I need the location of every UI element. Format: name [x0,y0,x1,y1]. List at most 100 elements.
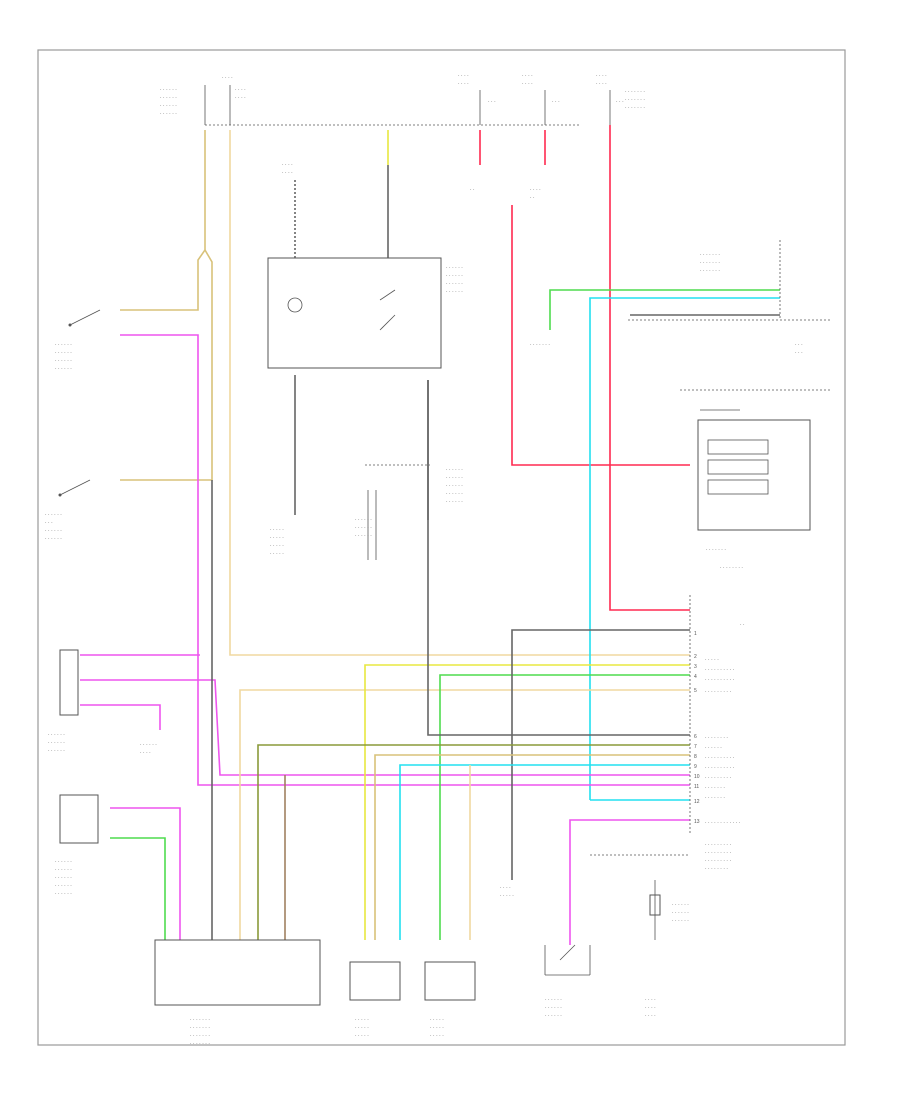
powertrain-control-module: . . . . . . . . . . . . . . . . . . . . … [154,939,321,1046]
svg-text:. . . . . . .: . . . . . . . [700,267,720,273]
svg-text:. . . . . . .: . . . . . . . [190,1040,210,1046]
svg-text:. . . . . .: . . . . . . [545,1012,562,1018]
svg-text:. . . .: . . . . [645,996,656,1002]
svg-text:. . . . . .: . . . . . . [545,996,562,1002]
svg-text:. . . . . .: . . . . . . [355,524,372,530]
svg-text:10: 10 [694,774,700,780]
svg-text:. . . . . . . . .: . . . . . . . . . [705,841,731,847]
stoplamp-switch: . . . . . . . . . . . . . . . . . . . . … [55,309,101,371]
svg-text:. . . . .: . . . . . [705,656,719,662]
pink-wire-brake-switch [569,819,690,945]
svg-text:. . . . .: . . . . . [270,534,284,540]
svg-text:. . . .: . . . . [235,94,246,100]
svg-text:. . . . . .: . . . . . . [140,741,157,747]
svg-text:. . . . . .: . . . . . . [446,288,463,294]
svg-text:. . . . . .: . . . . . . [672,901,689,907]
cyan-wire-right-wheel [399,764,690,940]
svg-text:. . .: . . . [552,98,560,104]
svg-text:. . . . .: . . . . . [270,550,284,556]
svg-text:9: 9 [694,764,697,770]
svg-text:. . . . .: . . . . . [355,1024,369,1030]
svg-text:. . . . . .: . . . . . . [446,498,463,504]
red-wire-traction [511,205,690,466]
svg-text:. . . .: . . . . [522,72,533,78]
svg-text:. . . . . .: . . . . . . [446,474,463,480]
cyan-wire-module [589,297,780,800]
svg-text:. . . .: . . . . [282,169,293,175]
svg-text:. . . . . . .: . . . . . . . [625,96,645,102]
svg-text:. . . . . . .: . . . . . . . [705,784,725,790]
svg-text:. . . . . .: . . . . . . [55,365,72,371]
svg-text:. . . . .: . . . . . [355,1032,369,1038]
svg-text:. . . .: . . . . [530,186,541,192]
svg-text:. . . . .: . . . . . [355,1016,369,1022]
tan-wire-stoplamp [120,130,206,311]
svg-text:. . . . . . . .: . . . . . . . . [720,564,743,570]
svg-text:. . . . . . . . .: . . . . . . . . . [705,774,731,780]
svg-text:. . . . . . . . . .: . . . . . . . . . . [705,764,735,770]
svg-text:. . . . . . .: . . . . . . . [706,546,726,552]
svg-text:13: 13 [694,819,700,825]
svg-text:. . . . . . .: . . . . . . . [625,104,645,110]
svg-text:. . . . . .: . . . . . . [160,94,177,100]
svg-text:. . . . . .: . . . . . . [55,349,72,355]
svg-text:. . . . . .: . . . . . . [446,490,463,496]
svg-text:. . .: . . . [45,519,53,525]
svg-text:. . .: . . . [616,98,624,104]
svg-text:8: 8 [694,754,697,760]
svg-text:. . . .: . . . . [282,161,293,167]
yellow-wire-left-wheel [364,664,690,940]
module-top-right: . . . . . . . . . . . . . . . . . . . . … [628,240,830,355]
tan-wire-pcm [239,689,690,940]
green-wire-module [549,289,780,330]
green-wire-right-wheel [439,674,690,940]
svg-text:. . . . . .: . . . . . . [672,909,689,915]
left-front-wheel-speed-sensor: . . . . . . . . . . . . . . . [349,961,401,1038]
right-front-wheel-speed-sensor: . . . . . . . . . . . . . . . [424,961,476,1038]
svg-text:. . . . . .: . . . . . . [55,890,72,896]
svg-text:. . . . . . .: . . . . . . . [625,88,645,94]
svg-text:. . .: . . . [488,98,496,104]
svg-text:. . . . . .: . . . . . . [48,739,65,745]
pink-wire-conn-3 [80,704,161,730]
svg-text:. . . .: . . . . [222,74,233,80]
svg-text:. . . . . .: . . . . . . [355,516,372,522]
svg-text:. . .: . . . [795,349,803,355]
svg-text:. .: . . [530,194,535,200]
svg-text:. . . . . .: . . . . . . [55,874,72,880]
svg-text:. . . . .: . . . . . [270,542,284,548]
olive-wire-pcm [257,744,690,940]
svg-text:. . . . . . . .: . . . . . . . . [705,865,728,871]
ground-label: . . . . [500,884,511,890]
svg-text:. . . .: . . . . [596,72,607,78]
svg-text:. . . .: . . . . [522,80,533,86]
connector-left: . . . . . . . . . . . . . . . . . . . . … [48,649,157,755]
svg-text:7: 7 [694,744,697,750]
svg-text:. . . . . . . . . .: . . . . . . . . . . [705,676,735,682]
svg-text:. . .: . . . [795,341,803,347]
svg-text:. . . . . . .: . . . . . . . [190,1032,210,1038]
svg-text:5: 5 [694,688,697,694]
svg-text:. . . . . .: . . . . . . [160,110,177,116]
svg-text:. . . . .: . . . . . [430,1016,444,1022]
svg-text:4: 4 [694,674,697,680]
svg-text:2: 2 [694,654,697,660]
brake-fluid-switch: . . . . . . . . . . . . . . . . . . [544,944,591,1018]
svg-text:. . . . . .: . . . . . . [45,511,62,517]
svg-text:. . . . .: . . . . . [500,892,514,898]
svg-text:. . . .: . . . . [458,80,469,86]
svg-text:. . . . . .: . . . . . . [160,86,177,92]
connector-bottom-right: . . . . . . . . . . . . . . . . . . . . … [590,854,690,1018]
svg-text:. . . . .: . . . . . [270,526,284,532]
svg-text:. . . . . .: . . . . . . [446,482,463,488]
svg-text:. . . . . .: . . . . . . [705,744,722,750]
svg-text:. . . . .: . . . . . [430,1032,444,1038]
svg-text:. . . . .: . . . . . [430,1024,444,1030]
tan-wire-left-wheel-2 [374,754,690,940]
svg-text:1: 1 [694,631,697,637]
svg-text:. . . . . .: . . . . . . [545,1004,562,1010]
svg-text:. . . . . .: . . . . . . [160,102,177,108]
svg-text:. . . .: . . . . [645,1012,656,1018]
svg-text:12: 12 [694,799,700,805]
